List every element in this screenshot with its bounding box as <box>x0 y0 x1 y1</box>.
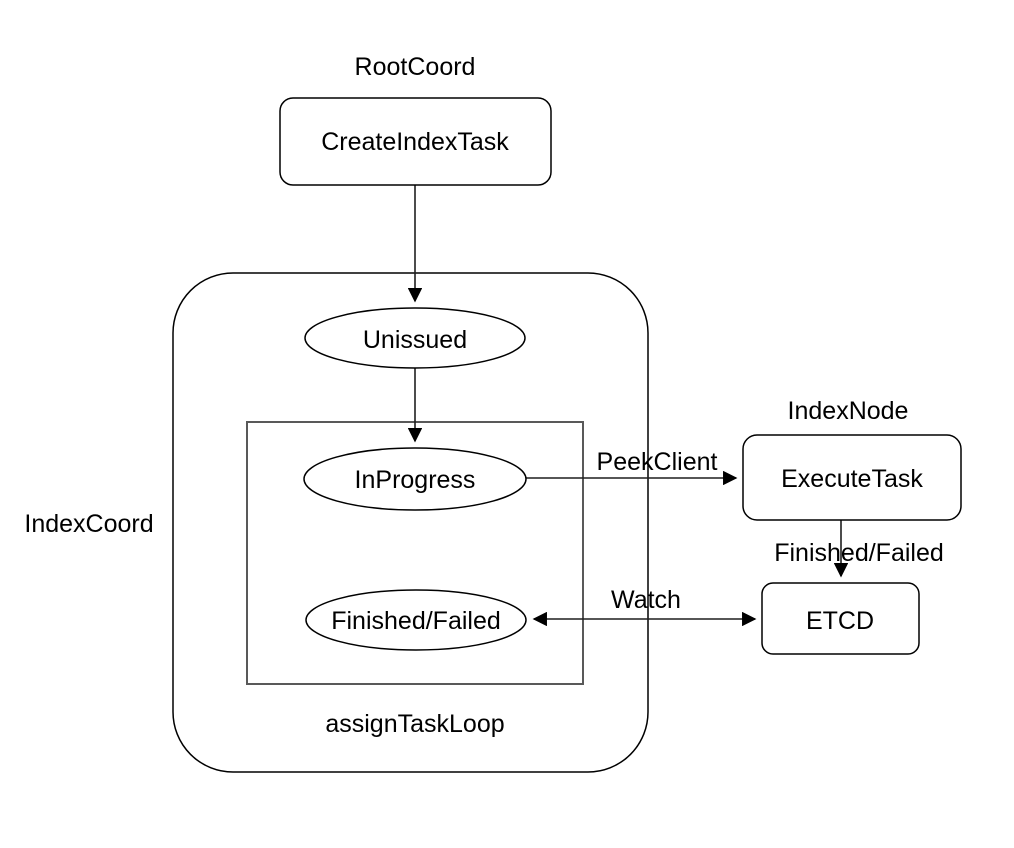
etcd-node <box>761 582 920 655</box>
in-progress-node <box>303 447 527 511</box>
finished-failed-label: Finished/Failed <box>331 607 501 635</box>
etcd-label: ETCD <box>806 607 874 635</box>
watch-edge-label: Watch <box>611 586 681 614</box>
finished-failed-node <box>305 589 527 651</box>
root-coord-label: RootCoord <box>355 53 476 81</box>
unissued-label: Unissued <box>363 326 467 354</box>
unissued-node <box>304 307 526 369</box>
create-index-task-label: CreateIndexTask <box>321 128 509 156</box>
index-coord-label: IndexCoord <box>24 510 153 538</box>
execute-task-label: ExecuteTask <box>781 465 923 493</box>
in-progress-label: InProgress <box>355 466 476 494</box>
create-index-task-node <box>279 97 552 186</box>
execute-task-node <box>742 434 962 521</box>
index-coord-container <box>172 272 649 773</box>
finished-failed-edge-label: Finished/Failed <box>774 539 944 567</box>
assign-task-loop-label: assignTaskLoop <box>325 710 504 738</box>
index-node-label: IndexNode <box>788 397 909 425</box>
peek-client-edge-label: PeekClient <box>597 448 718 476</box>
